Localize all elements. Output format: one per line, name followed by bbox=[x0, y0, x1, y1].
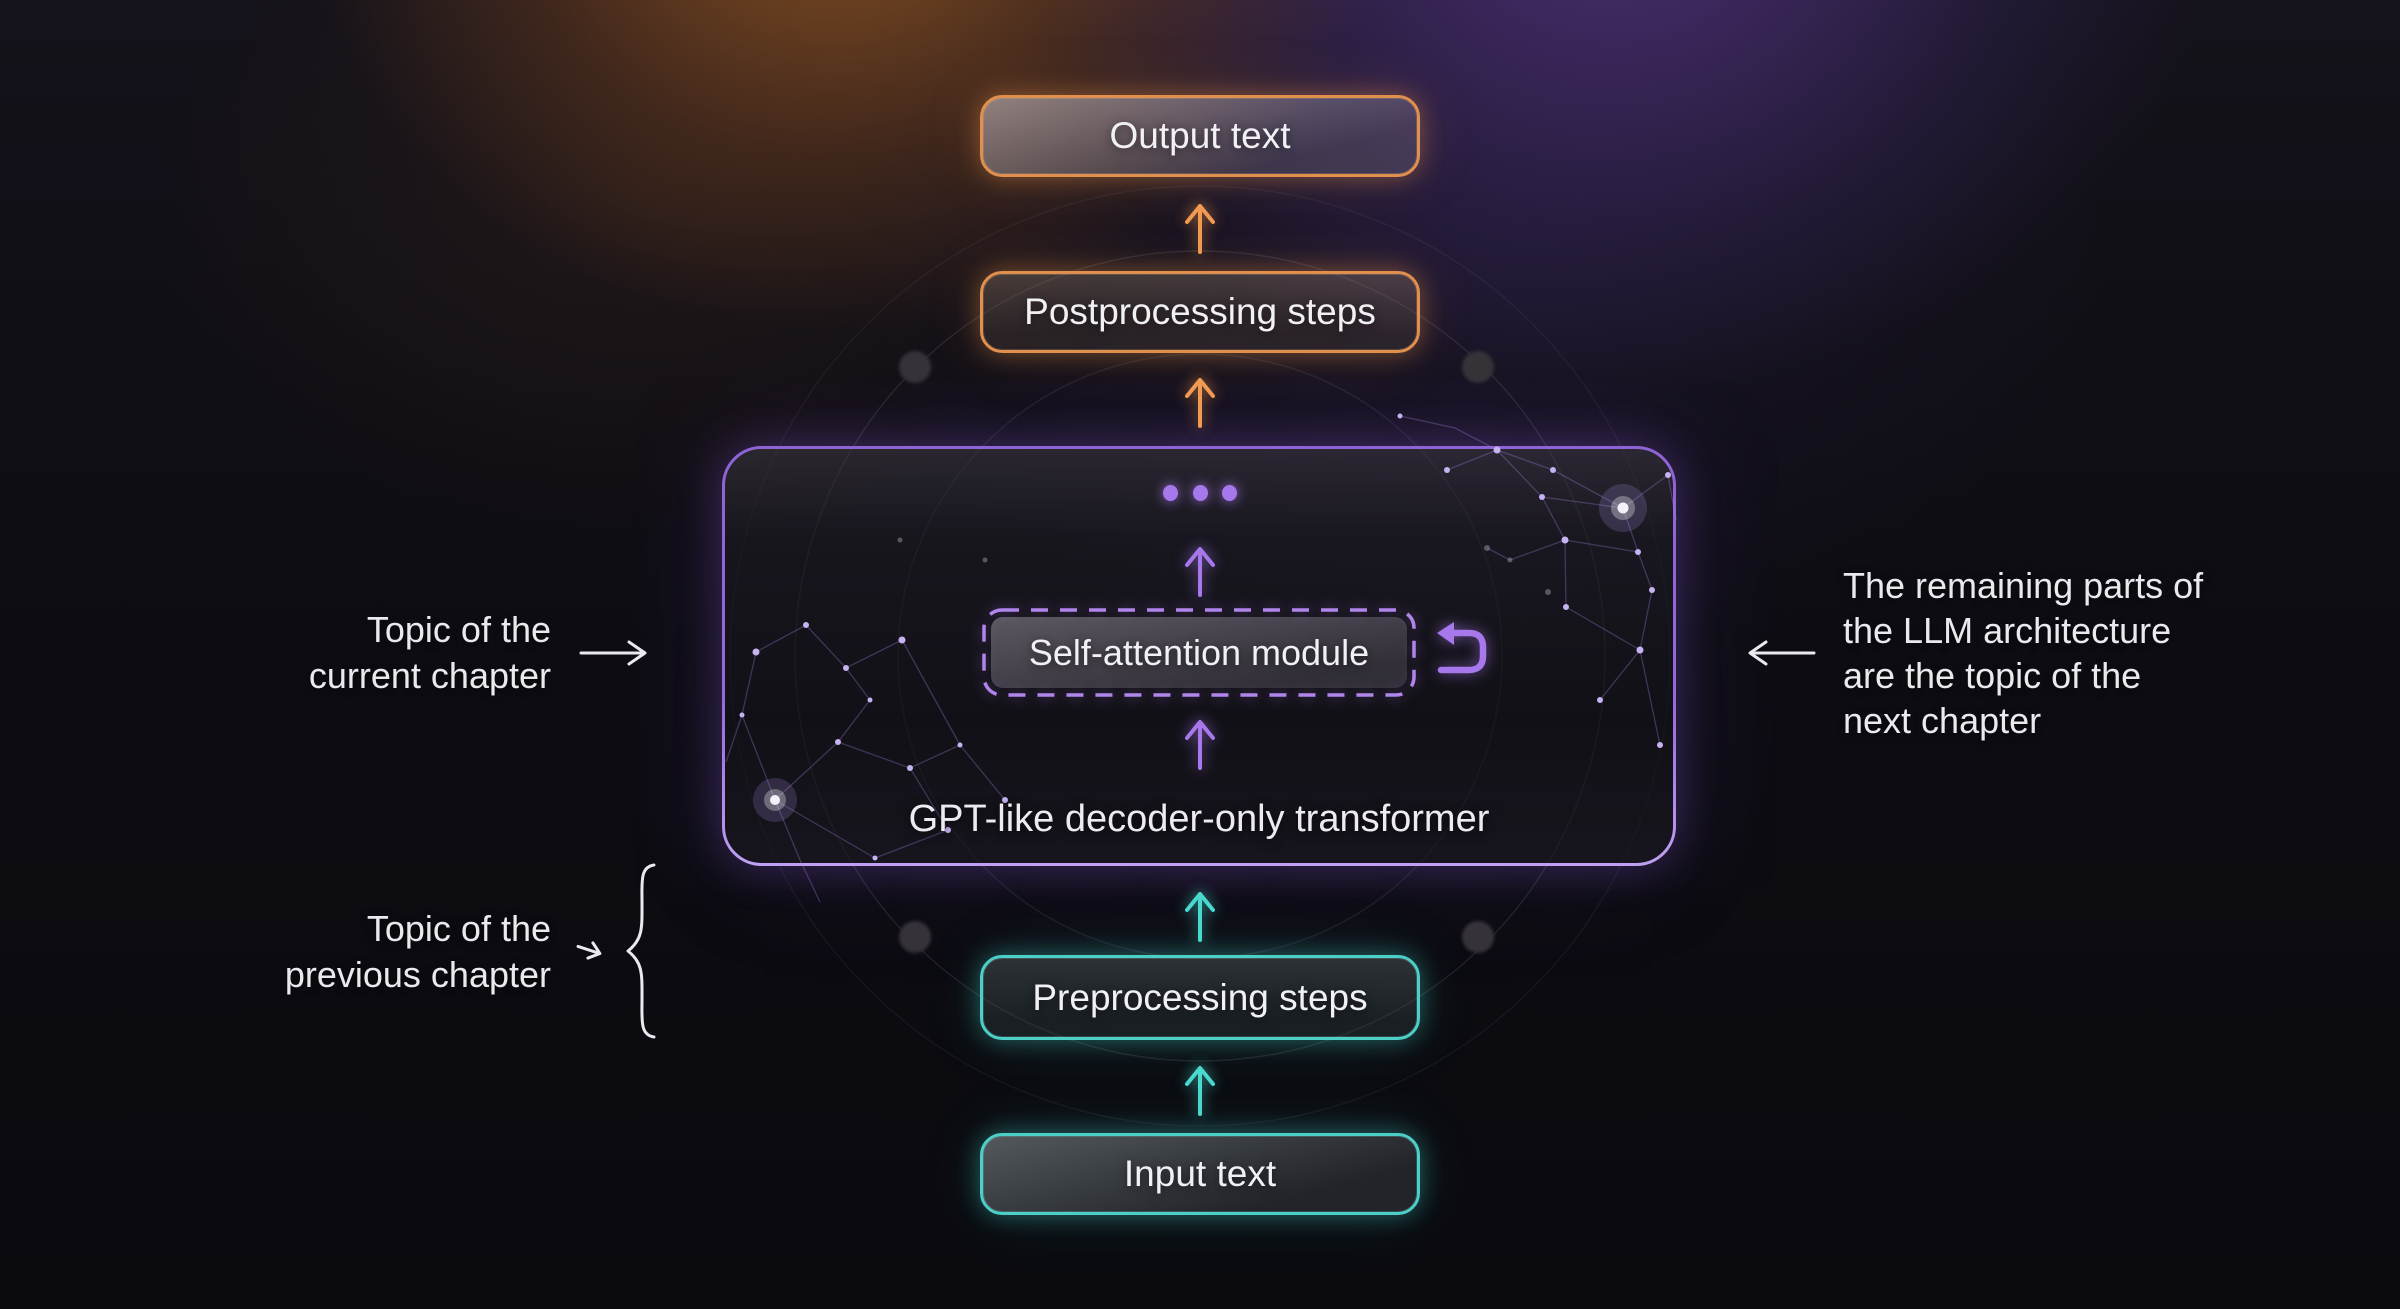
small-arrow-right-icon bbox=[576, 941, 602, 960]
arrow-up-icon bbox=[1185, 892, 1215, 942]
arrow-up-icon bbox=[1185, 204, 1215, 254]
arrow-up-icon bbox=[1185, 547, 1215, 597]
arrow-up-icon bbox=[1185, 378, 1215, 428]
arrow-right-icon bbox=[579, 640, 647, 666]
self-attention-label: Self-attention module bbox=[1028, 631, 1370, 673]
curly-brace-icon bbox=[626, 863, 656, 1039]
preprocessing-label: Preprocessing steps bbox=[1032, 976, 1368, 1018]
next-chapter-annotation: The remaining parts of the LLM architect… bbox=[1843, 565, 2204, 741]
self-attention-dashed-border bbox=[982, 608, 1416, 697]
transformer-panel-border bbox=[722, 446, 1676, 866]
arrow-up-icon bbox=[1185, 1066, 1215, 1116]
ellipsis-dots-icon bbox=[1163, 485, 1237, 501]
output-text-box: Output text bbox=[980, 95, 1420, 177]
input-text-box: Input text bbox=[980, 1133, 1420, 1215]
postprocessing-box: Postprocessing steps bbox=[980, 271, 1420, 353]
output-text-label: Output text bbox=[1109, 115, 1291, 156]
preprocessing-box: Preprocessing steps bbox=[980, 955, 1420, 1040]
arrow-up-icon bbox=[1185, 720, 1215, 770]
input-text-label: Input text bbox=[1123, 1153, 1277, 1194]
self-attention-box: Self-attention module bbox=[982, 608, 1416, 697]
loop-back-arrow-icon bbox=[1437, 622, 1487, 674]
current-chapter-annotation: Topic of the current chapter bbox=[308, 609, 551, 696]
postprocessing-label: Postprocessing steps bbox=[1024, 291, 1376, 332]
arrow-left-icon bbox=[1748, 640, 1816, 666]
transformer-caption: GPT-like decoder-only transformer bbox=[908, 798, 1490, 840]
transformer-panel bbox=[722, 446, 1676, 866]
previous-chapter-annotation: Topic of the previous chapter bbox=[284, 908, 551, 995]
